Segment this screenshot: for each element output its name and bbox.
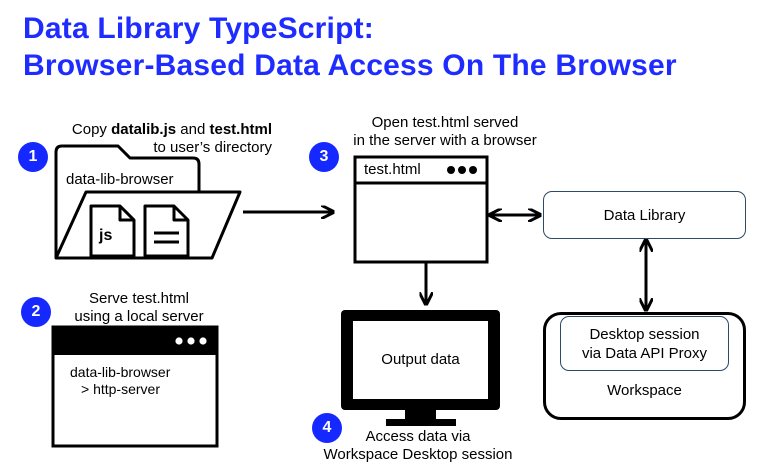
data-library-label: Data Library xyxy=(603,206,686,224)
step-4-line2: Workspace Desktop session xyxy=(323,446,513,463)
step-3-badge: 3 xyxy=(309,142,339,172)
workspace-label: Workspace xyxy=(607,382,682,399)
browser-window-icon xyxy=(353,155,489,264)
terminal-line-2: > http-server xyxy=(81,381,160,397)
step-1-badge: 1 xyxy=(18,142,48,172)
step-3-line2: in the server with a browser xyxy=(353,132,537,149)
terminal-content: data-lib-browser > http-server xyxy=(70,364,170,398)
step-1-file-html: test.html xyxy=(209,121,272,138)
page-title: Data Library TypeScript: Browser-Based D… xyxy=(23,10,677,84)
desktop-session-line2: via Data API Proxy xyxy=(581,344,708,362)
step-1-caption: Copy datalib.js and test.html to user’s … xyxy=(40,121,272,157)
step-3-caption: Open test.html served in the server with… xyxy=(330,114,560,150)
step-2-badge: 2 xyxy=(21,297,51,327)
folder-label: data-lib-browser xyxy=(66,171,174,188)
title-line-1: Data Library TypeScript: xyxy=(23,12,375,45)
desktop-session-box: Desktop session via Data API Proxy xyxy=(560,316,729,371)
step-4-line1: Access data via xyxy=(365,428,471,445)
step-3-line1: Open test.html served xyxy=(371,114,519,131)
step-4-badge: 4 xyxy=(312,413,342,443)
js-file-label: js xyxy=(99,227,113,244)
data-library-box: Data Library xyxy=(543,191,746,239)
terminal-line-1: data-lib-browser xyxy=(70,364,171,380)
text-file-icon xyxy=(143,204,190,258)
monitor-icon xyxy=(341,310,500,426)
step-2-line1: Serve test.html xyxy=(88,290,190,307)
step-1-text-line2: to user’s directory xyxy=(153,139,272,156)
title-line-2: Browser-Based Data Access On The Browser xyxy=(23,49,677,82)
step-4-caption: Access data via Workspace Desktop sessio… xyxy=(300,428,536,464)
monitor-output-text: Output data xyxy=(381,351,460,368)
step-1-text-mid: and xyxy=(176,121,210,138)
terminal-window-icon xyxy=(51,325,219,448)
step-1-file-js: datalib.js xyxy=(111,121,177,138)
browser-window-title: test.html xyxy=(364,161,421,178)
step-2-caption: Serve test.html using a local server xyxy=(44,290,234,326)
step-1-text-prefix: Copy xyxy=(71,121,112,138)
desktop-session-line1: Desktop session xyxy=(589,325,700,343)
step-2-line2: using a local server xyxy=(74,308,204,325)
js-file-icon xyxy=(89,204,136,258)
